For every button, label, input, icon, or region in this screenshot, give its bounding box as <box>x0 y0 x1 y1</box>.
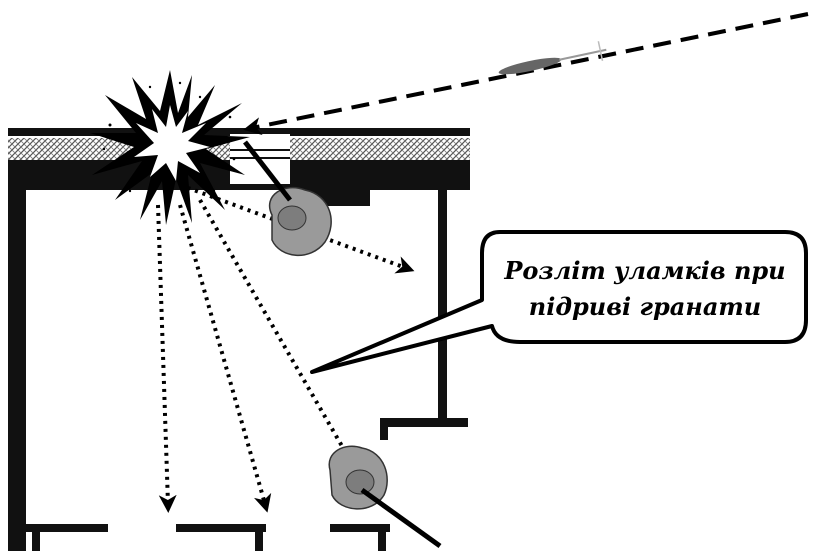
soldier-bottom-icon <box>328 445 442 549</box>
right-wall <box>438 190 447 418</box>
callout-line-2: підриві гранати <box>529 292 761 321</box>
grenade-projectile-icon <box>498 41 607 75</box>
callout-line-1: Розліт уламків при <box>503 256 785 285</box>
fragment-arrow-2 <box>156 204 177 513</box>
explosion-icon <box>90 70 250 225</box>
bottom-walls <box>26 524 390 551</box>
fragment-arrow-4 <box>198 199 355 468</box>
fragment-arrow-3 <box>178 204 272 513</box>
callout-bubble: Розліт уламків при підриві гранати <box>310 230 808 374</box>
left-wall <box>8 190 26 551</box>
soldier-top-icon <box>243 140 332 257</box>
right-wall-foot <box>380 418 468 427</box>
right-wall-stub <box>380 418 388 440</box>
